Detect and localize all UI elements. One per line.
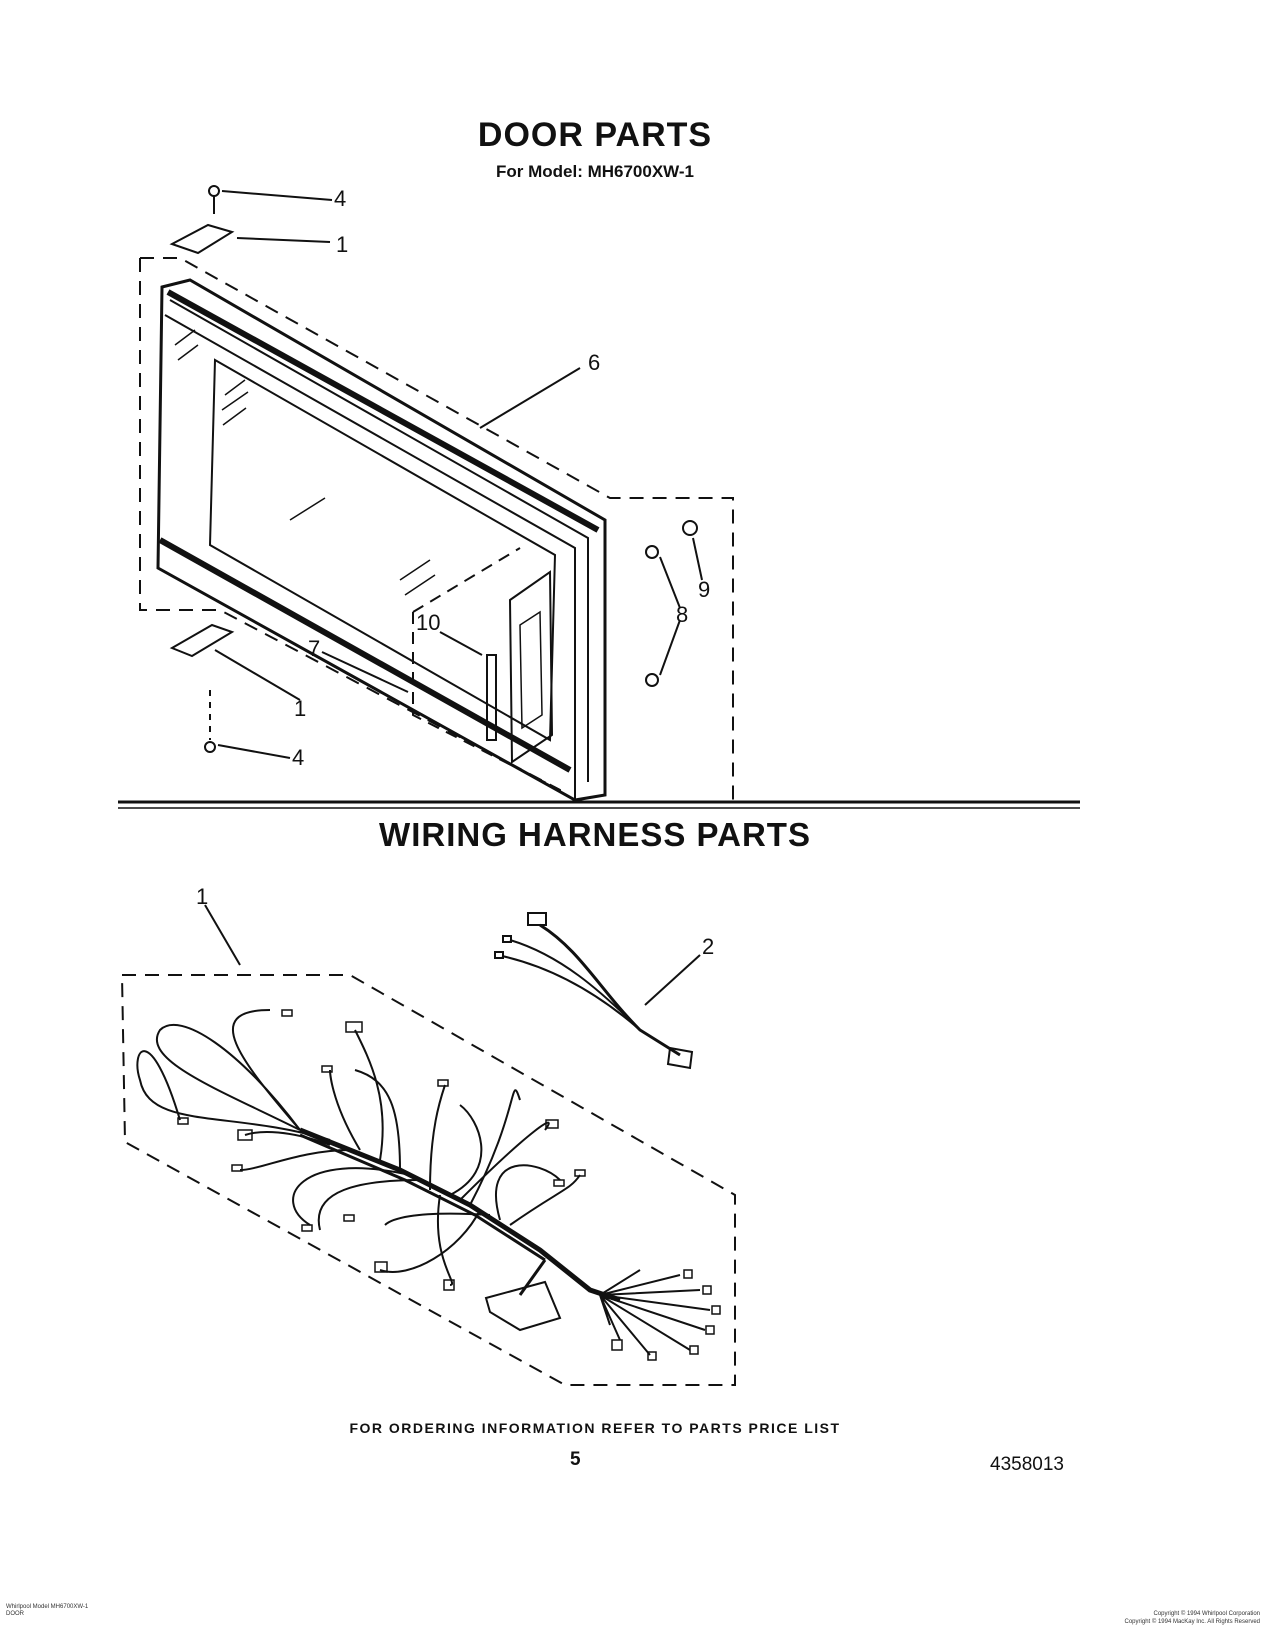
door-assembly [139, 185, 734, 802]
callout-harness-2: 2 [702, 934, 714, 959]
document-number: 4358013 [990, 1454, 1064, 1475]
wiring-harness-assembly [120, 904, 736, 1386]
footer-left-line: Whirlpool Model MH6700XW-1 [6, 1604, 89, 1610]
callout-door-1-top: 1 [336, 232, 348, 257]
callout-door-8: 8 [676, 602, 688, 627]
callout-door-1-bottom: 1 [294, 696, 306, 721]
callout-door-7: 7 [308, 636, 320, 661]
model-number: For Model: MH6700XW-1 [495, 162, 694, 181]
footer-copyright: Copyright © 1994 Whirlpool Corporation C… [960, 1610, 1260, 1626]
callout-door-6: 6 [588, 350, 600, 375]
door-parts-title: DOOR PARTS [477, 116, 713, 154]
wiring-harness-title: WIRING HARNESS PARTS [379, 816, 811, 853]
footer-left-line: DOOR [6, 1611, 24, 1617]
copyright-line: Copyright © 1994 MacKay Inc. All Rights … [1124, 1619, 1260, 1625]
page-number: 5 [570, 1449, 581, 1470]
ordering-note: FOR ORDERING INFORMATION REFER TO PARTS … [349, 1420, 841, 1436]
callout-harness-1: 1 [196, 884, 208, 909]
section-divider [118, 800, 1080, 809]
callout-door-9: 9 [698, 577, 710, 602]
callout-door-4-bottom: 4 [292, 745, 304, 770]
copyright-line: Copyright © 1994 Whirlpool Corporation [1153, 1611, 1260, 1617]
footer-left-text: Whirlpool Model MH6700XW-1 DOOR [6, 1604, 126, 1618]
callout-door-10: 10 [416, 610, 440, 635]
callout-door-4-top: 4 [334, 186, 346, 211]
